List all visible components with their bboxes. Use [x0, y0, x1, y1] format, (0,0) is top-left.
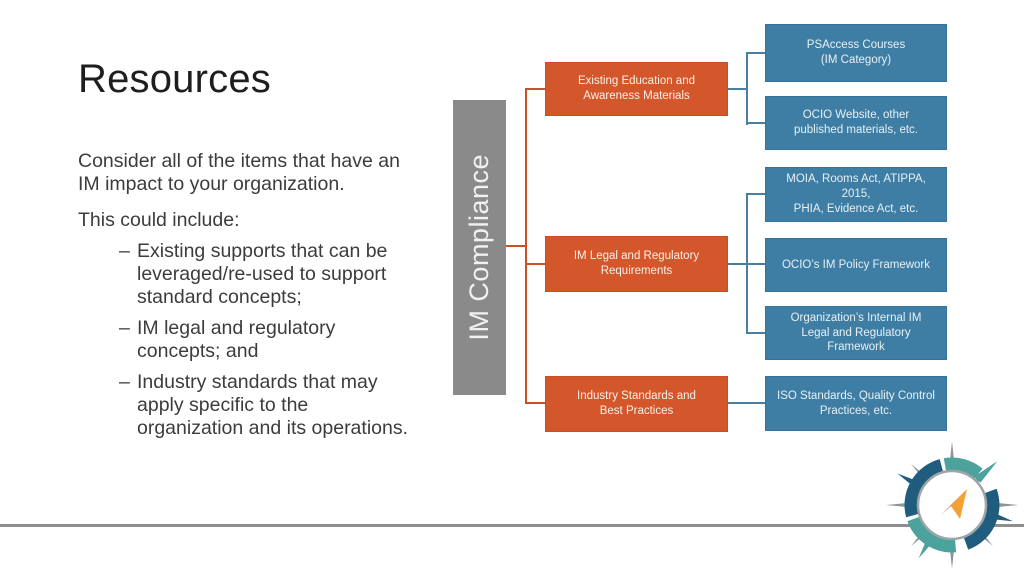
connector-to-child-2-3	[746, 332, 765, 334]
bullet-text: Industry standards that may apply specif…	[137, 371, 409, 439]
parent-node-industry: Industry Standards and Best Practices	[545, 376, 728, 432]
bullet-marker: –	[119, 317, 130, 339]
bullet-text: Existing supports that can be leveraged/…	[137, 240, 388, 308]
body-text: Consider all of the items that have an I…	[78, 150, 416, 448]
parent-node-education: Existing Education and Awareness Materia…	[545, 62, 728, 116]
im-compliance-label: IM Compliance	[464, 154, 494, 341]
bullet-list: – Existing supports that can be leverage…	[78, 240, 416, 440]
connector-to-child-1-1	[746, 52, 765, 54]
bullet-item: – Existing supports that can be leverage…	[119, 240, 416, 309]
im-compliance-bar: IM Compliance	[453, 100, 506, 395]
bullet-marker: –	[119, 240, 130, 262]
bullet-item: – IM legal and regulatory concepts; and	[119, 317, 416, 363]
connector-bar-to-spine	[506, 245, 526, 247]
connector-to-parent-2	[525, 263, 546, 265]
child-node-legislation: MOIA, Rooms Act, ATIPPA, 2015, PHIA, Evi…	[765, 167, 947, 222]
divider-line	[0, 524, 1024, 527]
connector-to-parent-3	[525, 402, 546, 404]
compass-logo-icon	[886, 441, 1018, 569]
parent-node-legal: IM Legal and Regulatory Requirements	[545, 236, 728, 292]
lead-in-paragraph: This could include:	[78, 209, 240, 231]
connector-to-child-2-1	[746, 193, 765, 195]
page-title: Resources	[78, 57, 271, 101]
bullet-item: – Industry standards that may apply spec…	[119, 371, 416, 440]
connector-parent2-out	[728, 263, 747, 265]
connector-parent3-to-child	[728, 402, 765, 404]
bullet-marker: –	[119, 371, 130, 393]
intro-paragraph: Consider all of the items that have an I…	[78, 150, 400, 195]
child-node-policy-framework: OCIO’s IM Policy Framework	[765, 238, 947, 292]
connector-orange-spine	[525, 88, 527, 404]
child-node-psaccess: PSAccess Courses (IM Category)	[765, 24, 947, 82]
child-node-iso-standards: ISO Standards, Quality Control Practices…	[765, 376, 947, 431]
connector-to-parent-1	[525, 88, 546, 90]
bullet-text: IM legal and regulatory concepts; and	[137, 317, 336, 362]
connector-to-child-2-2	[746, 263, 765, 265]
child-node-ocio-website: OCIO Website, other published materials,…	[765, 96, 947, 150]
connector-blue-spine-1	[746, 52, 748, 125]
child-node-internal-framework: Organization’s Internal IM Legal and Reg…	[765, 306, 947, 360]
connector-parent1-out	[728, 88, 747, 90]
connector-to-child-1-2	[746, 122, 765, 124]
